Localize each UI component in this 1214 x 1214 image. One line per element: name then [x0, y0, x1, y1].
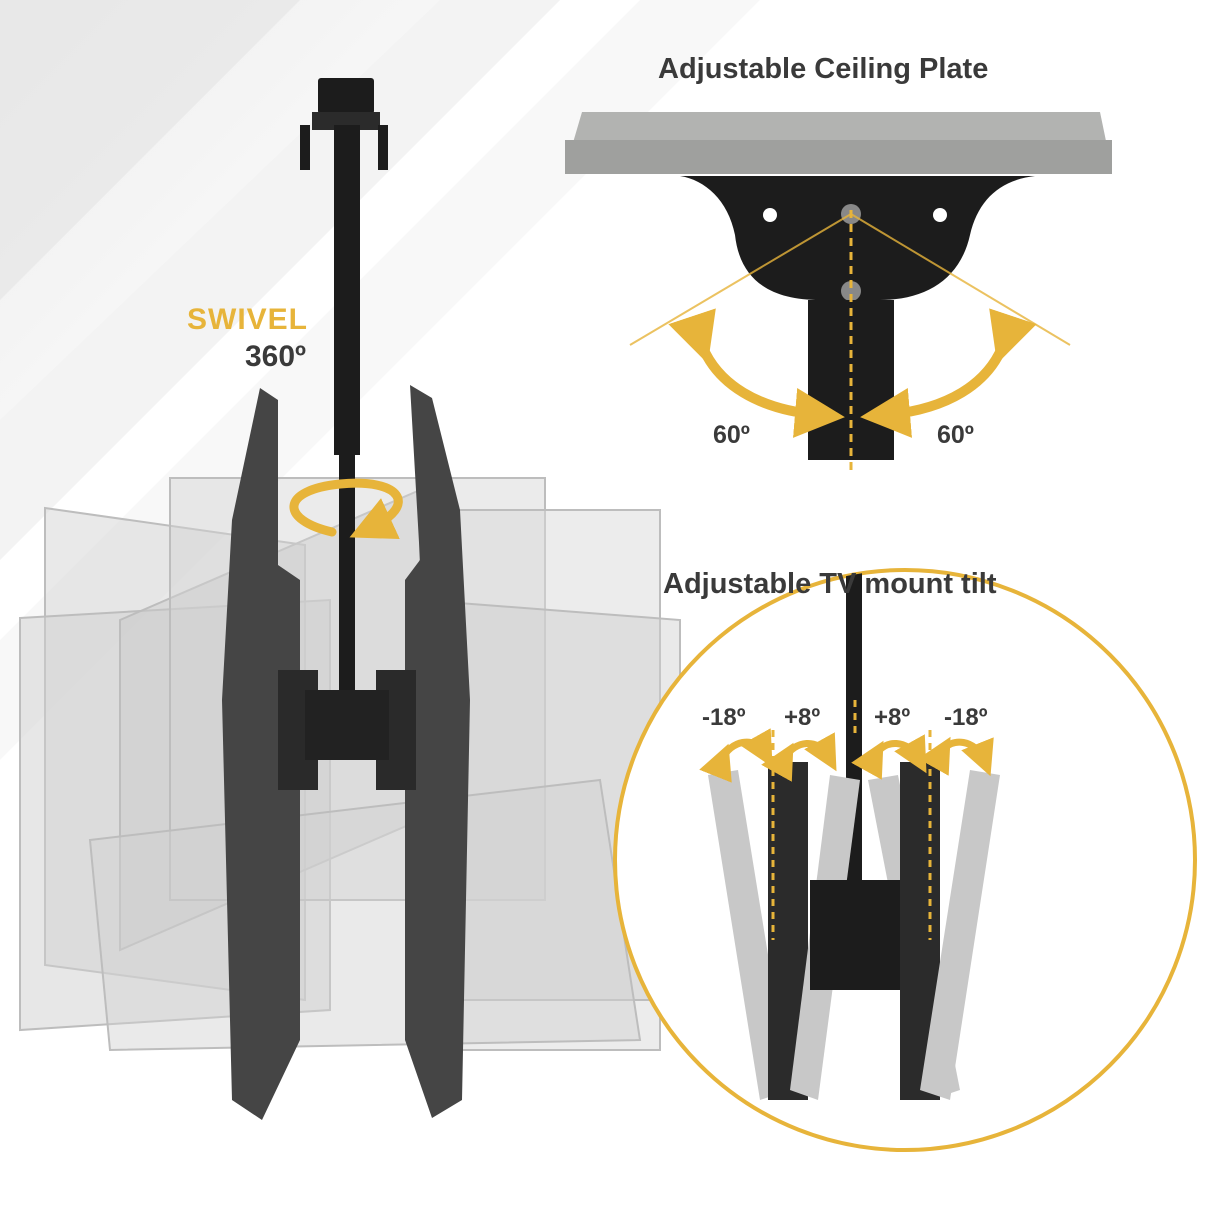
tilt-label: -18º: [702, 704, 746, 731]
ceiling-plate-title: Adjustable Ceiling Plate: [658, 53, 989, 85]
swivel-degrees: 360º: [245, 340, 307, 373]
ceiling-plate-illustration: [565, 112, 1112, 470]
tilt-illustration: [613, 568, 1197, 1152]
swivel-arrow-icon: [289, 478, 403, 540]
tilt-title: Adjustable TV mount tilt: [663, 568, 997, 600]
dual-tv-screens: [222, 385, 470, 1120]
swivel-label: SWIVEL: [187, 303, 309, 336]
main-mount: [300, 78, 388, 730]
plate-right-angle: 60º: [937, 421, 974, 449]
tilt-label: -18º: [944, 704, 988, 731]
tilt-label: +8º: [874, 704, 911, 731]
plate-left-angle: 60º: [713, 421, 750, 449]
tilt-label: +8º: [784, 704, 821, 731]
